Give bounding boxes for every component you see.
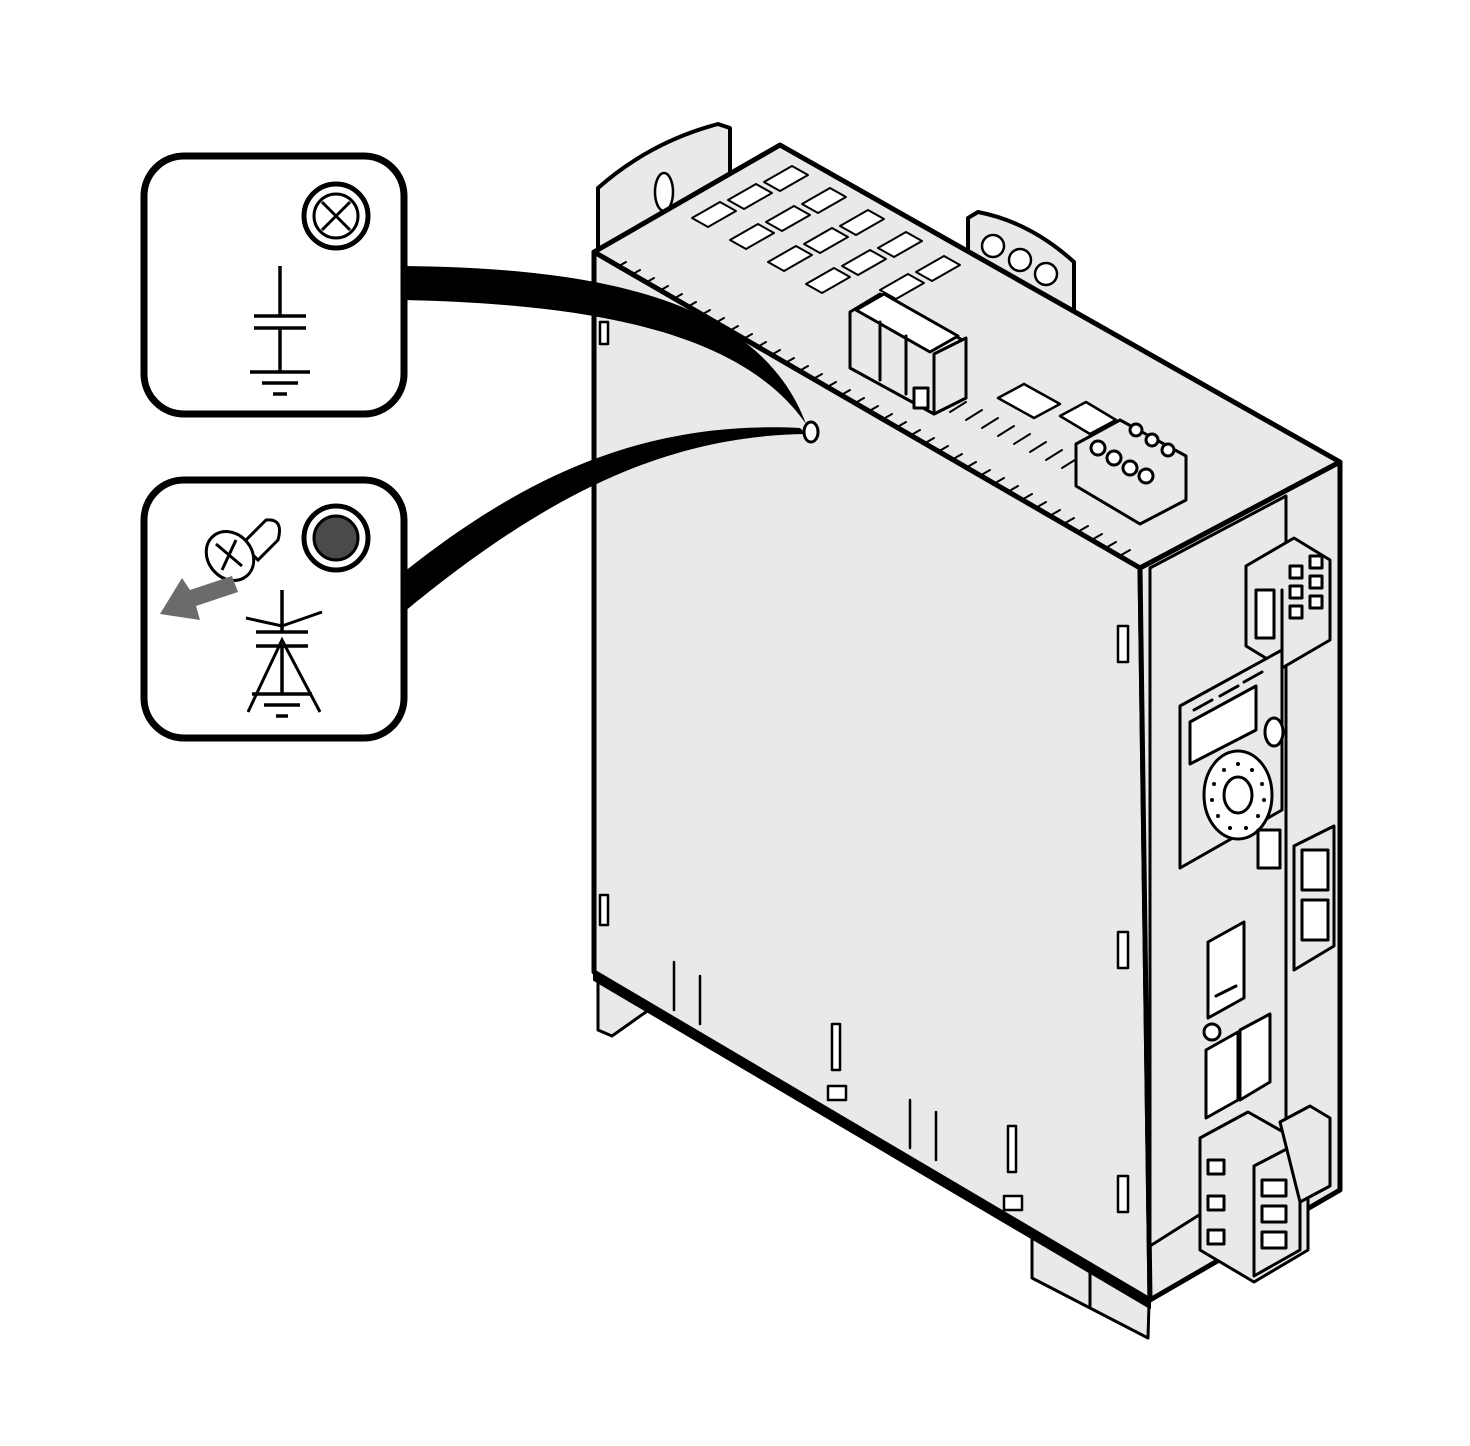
front-slots (598, 320, 1130, 1214)
rotary-dial-icon (1202, 749, 1274, 841)
rj45-port-icon (1256, 824, 1336, 972)
servo-drive (591, 122, 1343, 1340)
callout-panel-removed (140, 476, 408, 742)
rj45-port-icon (996, 382, 1118, 436)
remove-arrow-icon (160, 576, 238, 620)
callout-leader-bottom (404, 427, 806, 612)
cooling-fins-secondary (949, 401, 1079, 469)
connector-icon (1198, 1104, 1332, 1284)
callout-panel-connected (140, 152, 408, 418)
tab-hole-icon (1033, 261, 1059, 287)
screw-removed-icon (204, 518, 281, 582)
capacitor-ground-disconnected-icon (245, 590, 323, 718)
connector-icon (1244, 536, 1332, 670)
connector-icon (848, 292, 968, 416)
tab-hole-icon (1007, 247, 1033, 273)
capacitor-ground-icon (250, 266, 310, 396)
tab-hole-icon (980, 233, 1006, 259)
callout-leaders (404, 266, 806, 612)
removed-screw-dot-icon (301, 503, 371, 573)
top-vents (691, 165, 961, 300)
housing-bottom-edge (593, 971, 1151, 1309)
side-slots (1202, 920, 1272, 1120)
screw-head-icon (301, 181, 371, 251)
connector-icon (1074, 418, 1188, 526)
ground-screw-point-icon (802, 420, 820, 444)
callout-leader-top (404, 266, 806, 424)
